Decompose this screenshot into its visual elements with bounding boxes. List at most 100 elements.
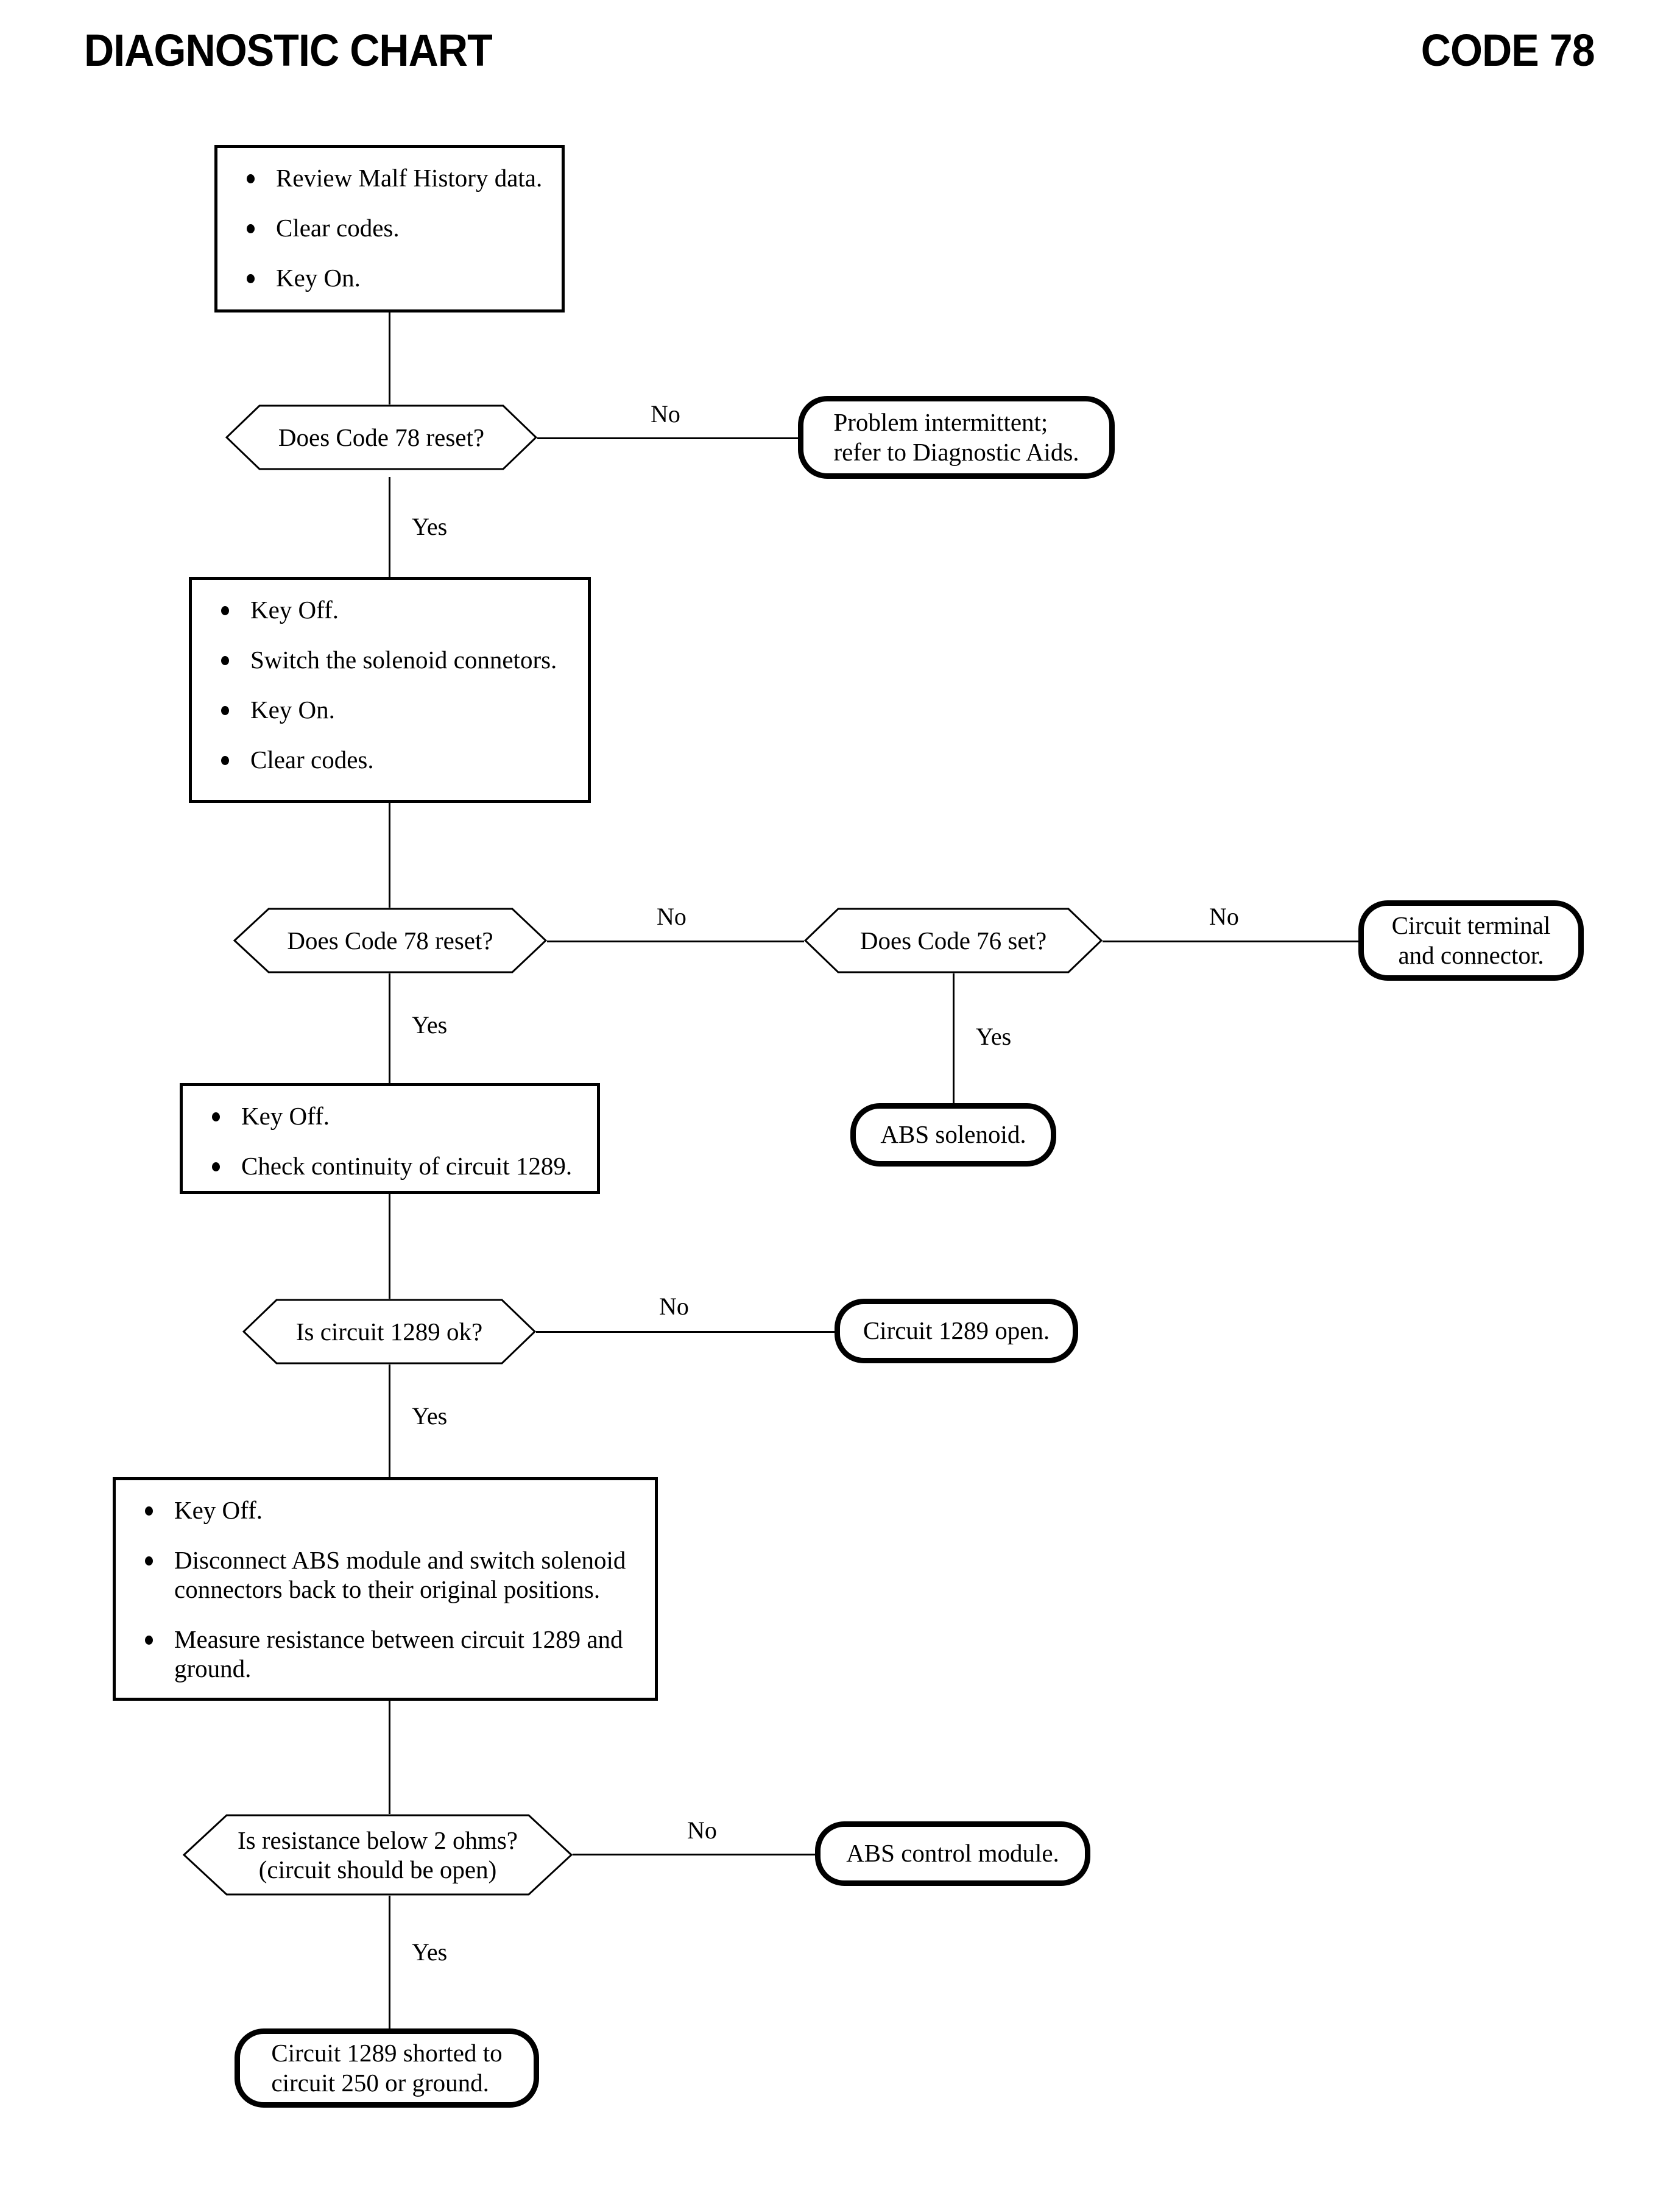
terminal-problem-intermittent: Problem intermittent; refer to Diagnosti…: [798, 396, 1115, 479]
list-item: Key Off.: [201, 1102, 579, 1131]
edge-label-no-2: No: [657, 903, 686, 930]
bullet-icon: [247, 174, 255, 183]
edge-label-yes-2: Yes: [412, 1011, 448, 1039]
bullet-list: Key Off. Check continuity of circuit 128…: [201, 1102, 579, 1181]
bullet-list: Key Off. Switch the solenoid connetors. …: [210, 596, 570, 775]
terminal-abs-solenoid: ABS solenoid.: [850, 1103, 1056, 1167]
connector-decision5-terminal5: [571, 1854, 815, 1855]
edge-label-yes-3: Yes: [976, 1023, 1012, 1050]
connector-decision1-terminal1: [536, 437, 799, 439]
edge-label-yes-1: Yes: [412, 513, 448, 540]
list-item: Key On.: [236, 264, 543, 293]
process-box-step1: Review Malf History data. Clear codes. K…: [214, 145, 565, 312]
bullet-text: Check continuity of circuit 1289.: [241, 1151, 573, 1180]
decision-does-code-76-set: Does Code 76 set?: [804, 908, 1103, 973]
connector-step2-decision2: [389, 803, 390, 911]
terminal-text: Circuit terminal and connector.: [1391, 911, 1551, 969]
edge-label-no-5: No: [687, 1816, 717, 1844]
bullet-icon: [247, 274, 255, 283]
bullet-icon: [247, 224, 255, 233]
hexagon-shape: [804, 908, 1103, 973]
terminal-circuit-terminal-and-connector: Circuit terminal and connector.: [1358, 900, 1584, 981]
edge-label-yes-5: Yes: [412, 1938, 448, 1966]
decision-line-1: Is resistance below 2 ohms?: [238, 1826, 518, 1854]
decision-text: Is resistance below 2 ohms? (circuit sho…: [183, 1814, 573, 1896]
bullet-list: Key Off. Disconnect ABS module and switc…: [134, 1496, 637, 1684]
bullet-icon: [145, 1506, 153, 1516]
bullet-text: Key On.: [276, 263, 361, 292]
decision-text: Does Code 78 reset?: [233, 908, 547, 973]
decision-is-resistance-below-2-ohms: Is resistance below 2 ohms? (circuit sho…: [183, 1814, 573, 1896]
hexagon-shape: [242, 1299, 536, 1364]
bullet-icon: [212, 1162, 220, 1171]
list-item: Disconnect ABS module and switch solenoi…: [134, 1546, 637, 1605]
decision-does-code-78-reset-1: Does Code 78 reset?: [225, 404, 537, 470]
connector-step3-decision4: [389, 1194, 390, 1302]
bullet-text: Key Off.: [241, 1102, 330, 1130]
connector-decision3-terminal3: [953, 971, 955, 1103]
hexagon-shape: [225, 404, 537, 470]
decision-line-1: Does Code 78 reset?: [287, 926, 493, 955]
connector-decision2-step3: [389, 971, 390, 1083]
bullet-text: Review Malf History data.: [276, 164, 543, 192]
bullet-icon: [221, 755, 229, 765]
decision-does-code-78-reset-2: Does Code 78 reset?: [233, 908, 547, 973]
list-item: Review Malf History data.: [236, 164, 543, 193]
connector-decision4-step4: [389, 1361, 390, 1477]
list-item: Clear codes.: [210, 746, 570, 775]
bullet-text: Clear codes.: [276, 213, 400, 242]
process-box-step2: Key Off. Switch the solenoid connetors. …: [189, 577, 591, 803]
bullet-icon: [221, 705, 229, 715]
bullet-icon: [221, 606, 229, 615]
terminal-text: Circuit 1289 open.: [863, 1316, 1050, 1345]
decision-line-1: Does Code 76 set?: [859, 926, 1047, 955]
bullet-text: Key Off.: [174, 1496, 263, 1524]
bullet-text: Measure resistance between circuit 1289 …: [174, 1625, 623, 1682]
connector-decision2-decision3: [546, 941, 804, 942]
decision-text: Is circuit 1289 ok?: [242, 1299, 536, 1364]
list-item: Clear codes.: [236, 214, 543, 243]
process-box-step3: Key Off. Check continuity of circuit 128…: [180, 1083, 600, 1194]
list-item: Key Off.: [134, 1496, 637, 1525]
bullet-text: Key On.: [250, 695, 335, 724]
list-item: Key Off.: [210, 596, 570, 625]
bullet-text: Key Off.: [250, 596, 339, 624]
decision-line-1: Does Code 78 reset?: [278, 423, 485, 451]
list-item: Key On.: [210, 696, 570, 725]
connector-decision4-terminal4: [536, 1331, 835, 1333]
edge-label-yes-4: Yes: [412, 1402, 448, 1430]
decision-text: Does Code 76 set?: [804, 908, 1103, 973]
bullet-text: Switch the solenoid connetors.: [250, 645, 557, 674]
terminal-circuit-1289-shorted: Circuit 1289 shorted to circuit 250 or g…: [235, 2028, 539, 2108]
connector-decision5-terminal6: [389, 1896, 390, 2028]
hexagon-shape: [183, 1814, 573, 1896]
hexagon-shape: [233, 908, 547, 973]
terminal-text: Circuit 1289 shorted to circuit 250 or g…: [271, 2038, 503, 2097]
decision-line-2: (circuit should be open): [258, 1855, 497, 1883]
bullet-list: Review Malf History data. Clear codes. K…: [236, 164, 543, 293]
bullet-text: Disconnect ABS module and switch solenoi…: [174, 1545, 626, 1603]
list-item: Check continuity of circuit 1289.: [201, 1152, 579, 1181]
connector-decision3-terminal2: [1103, 941, 1358, 942]
terminal-text: ABS solenoid.: [880, 1120, 1026, 1149]
decision-is-circuit-1289-ok: Is circuit 1289 ok?: [242, 1299, 536, 1364]
edge-label-no-3: No: [1209, 903, 1239, 930]
connector-step4-decision5: [389, 1701, 390, 1814]
connector-decision1-step2: [389, 477, 390, 577]
terminal-text: ABS control module.: [846, 1839, 1059, 1868]
connector-step1-decision1: [389, 312, 390, 426]
terminal-abs-control-module: ABS control module.: [815, 1821, 1090, 1886]
decision-text: Does Code 78 reset?: [225, 404, 537, 470]
edge-label-no-1: No: [651, 400, 680, 428]
process-box-step4: Key Off. Disconnect ABS module and switc…: [113, 1477, 658, 1701]
bullet-icon: [145, 1556, 153, 1566]
bullet-icon: [212, 1112, 220, 1121]
page-title: DIAGNOSTIC CHART: [84, 25, 493, 76]
terminal-circuit-1289-open: Circuit 1289 open.: [835, 1299, 1078, 1363]
code-label: CODE 78: [1421, 25, 1595, 76]
list-item: Switch the solenoid connetors.: [210, 646, 570, 675]
terminal-text: Problem intermittent; refer to Diagnosti…: [833, 408, 1079, 466]
decision-line-1: Is circuit 1289 ok?: [295, 1317, 483, 1346]
bullet-icon: [221, 655, 229, 665]
